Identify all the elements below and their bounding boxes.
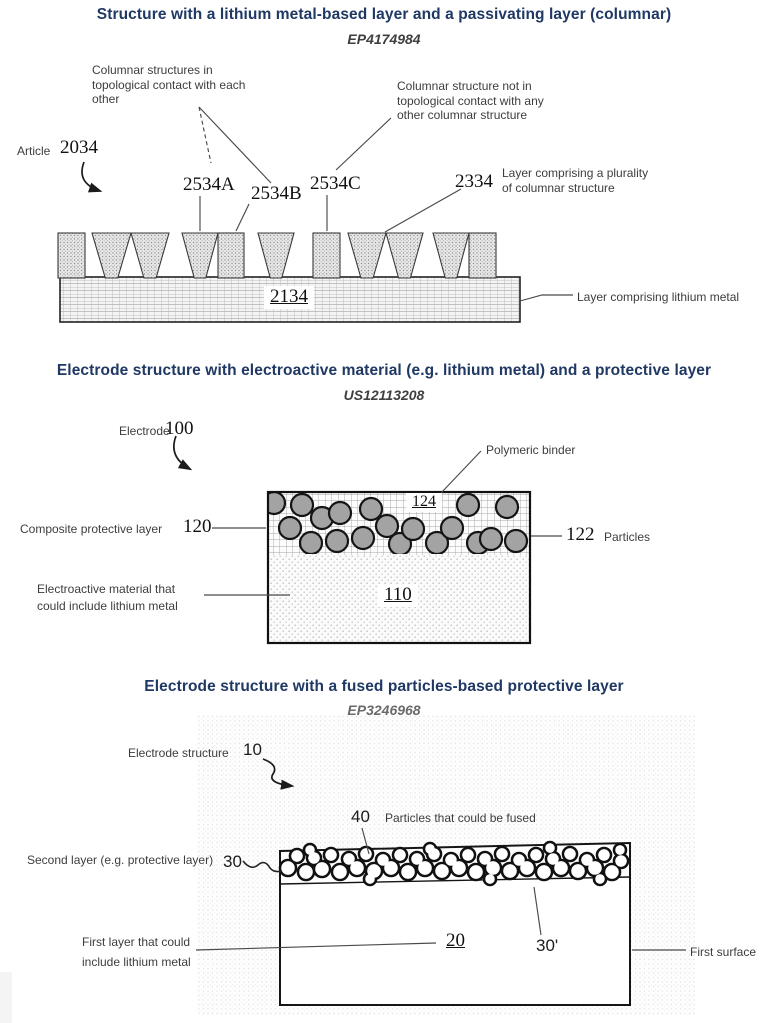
label-columnar-contact: Columnar structures in topological conta… (92, 63, 246, 107)
section3-patent-number: EP3246968 (347, 702, 421, 718)
ref-124: 124 (406, 493, 442, 512)
label-electroactive: Electroactive material that could includ… (37, 582, 178, 613)
label-electrode-structure: Electrode structure (128, 746, 229, 760)
label-plurality-layer: Layer comprising a plurality of columnar… (502, 166, 649, 195)
ref-2534A: 2534A (183, 174, 235, 195)
ref-30-prime: 30' (536, 936, 559, 955)
section3-title: Electrode structure with a fused particl… (144, 678, 624, 695)
label-fused-particles: Particles that could be fused (385, 811, 536, 825)
ref-2134: 2134 (264, 286, 314, 309)
section1-title: Structure with a lithium metal-based lay… (96, 6, 672, 23)
ref-40: 40 (351, 807, 370, 826)
label-article: Article (17, 144, 51, 158)
ref-2034: 2034 (60, 137, 98, 158)
ref-110: 110 (378, 584, 418, 607)
label-columnar-no-contact: Columnar structure not in topological co… (397, 79, 544, 123)
section2-title: Electrode structure with electroactive m… (56, 362, 712, 379)
ref-10: 10 (243, 740, 262, 759)
ref-100: 100 (165, 418, 194, 439)
label-lithium-metal-layer: Layer comprising lithium metal (577, 290, 740, 304)
ref-30: 30 (223, 852, 242, 871)
label-polymeric-binder: Polymeric binder (486, 443, 576, 457)
label-first-layer: First layer that could include lithium m… (82, 935, 191, 969)
scan-artifact (0, 972, 12, 1023)
ref-2534C: 2534C (310, 173, 361, 194)
ref-2534B: 2534B (251, 183, 302, 204)
label-second-layer: Second layer (e.g. protective layer) (27, 853, 214, 867)
ref-122: 122 (566, 524, 595, 545)
label-electrode: Electrode (119, 424, 170, 438)
ref-120: 120 (183, 516, 212, 537)
ref-20: 20 (446, 930, 465, 951)
ref-2334: 2334 (455, 171, 493, 192)
section1-patent-number: EP4174984 (347, 31, 421, 47)
section2-patent-number: US12113208 (343, 387, 425, 403)
label-first-surface: First surface (690, 945, 757, 959)
label-composite-layer: Composite protective layer (20, 522, 163, 536)
label-particles: Particles (604, 530, 651, 544)
